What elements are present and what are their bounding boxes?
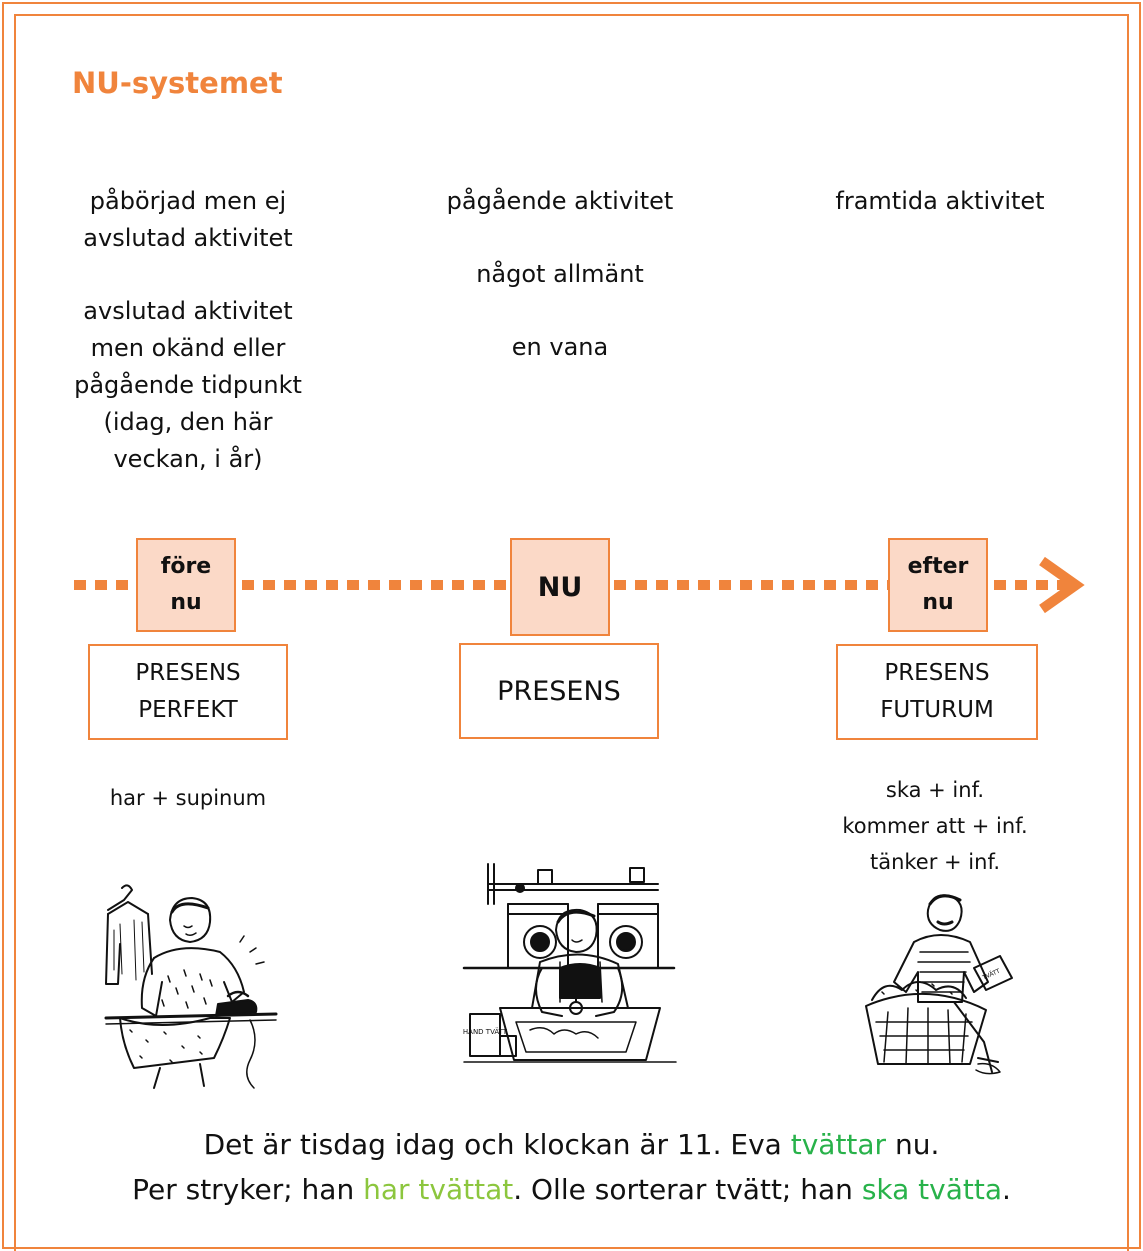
caption-line2-part5: . [1002, 1173, 1011, 1206]
marker-after-line2: nu [922, 590, 954, 615]
tense-futurum-line2: FUTURUM [880, 697, 994, 723]
caption-line1-part1: Det är tisdag idag och klockan är 11. Ev… [203, 1128, 791, 1161]
before-description-1: påbörjad men ej avslutad aktivitet [83, 187, 293, 252]
tense-futurum-line1: PRESENS [884, 660, 990, 686]
caption-line1-part3: nu. [886, 1128, 940, 1161]
marker-now: NU [510, 538, 610, 636]
futurum-form-1: ska + inf. [885, 778, 985, 802]
marker-before-line2: nu [170, 590, 202, 615]
futurum-form-2: kommer att + inf. [842, 814, 1028, 838]
ironing-illustration [104, 884, 278, 1089]
washing-illustration: HAND TVÄTT [462, 863, 677, 1063]
sorting-box-label: TVÄTT [981, 968, 1002, 982]
now-description-3: en vana [511, 333, 609, 361]
arrowhead [1039, 556, 1085, 614]
now-descriptions: pågående aktivitet något allmänt en vana [415, 183, 705, 366]
before-description-2: avslutad aktivitet men okänd eller pågåe… [74, 297, 302, 473]
tense-presens-label: PRESENS [497, 675, 621, 707]
highlight-ska-tvatta: ska tvätta [861, 1173, 1003, 1206]
tense-presens-perfekt: PRESENS PERFEKT [88, 644, 288, 740]
detergent-box-label-1: HAND TVÄTT [463, 1027, 508, 1036]
diagram-title: NU-systemet [72, 66, 283, 100]
inner-frame [14, 14, 1129, 1251]
tense-presens: PRESENS [459, 643, 659, 739]
tense-perfekt-line2: PERFEKT [138, 697, 238, 723]
futurum-forms: ska + inf. kommer att + inf. tänker + in… [800, 772, 1070, 880]
caption: Det är tisdag idag och klockan är 11. Ev… [60, 1122, 1083, 1212]
futurum-form-3: tänker + inf. [869, 850, 1000, 874]
caption-line2-part3: . Olle sorterar tvätt; han [513, 1173, 862, 1206]
perfekt-form-1: har + supinum [109, 786, 267, 810]
now-description-1: pågående aktivitet [446, 187, 674, 215]
caption-line-2: Per stryker; han har tvättat. Olle sorte… [60, 1167, 1083, 1212]
marker-before-now: före nu [136, 538, 236, 632]
highlight-har-tvattat: har tvättat [363, 1173, 514, 1206]
now-description-2: något allmänt [476, 260, 644, 288]
marker-before-line1: före [160, 554, 212, 579]
marker-after-now: efter nu [888, 538, 988, 632]
caption-line2-part1: Per stryker; han [132, 1173, 364, 1206]
after-descriptions: framtida aktivitet [790, 183, 1090, 256]
marker-after-line1: efter [907, 554, 969, 579]
marker-now-label: NU [537, 571, 583, 603]
caption-line-1: Det är tisdag idag och klockan är 11. Ev… [60, 1122, 1083, 1167]
tense-perfekt-line1: PRESENS [135, 660, 241, 686]
before-descriptions: påbörjad men ej avslutad aktivitet avslu… [46, 183, 330, 478]
highlight-tvattar: tvättar [790, 1128, 887, 1161]
after-description-1: framtida aktivitet [835, 187, 1045, 215]
perfekt-forms: har + supinum [88, 780, 288, 816]
sorting-illustration: TVÄTT [865, 894, 1013, 1075]
tense-presens-futurum: PRESENS FUTURUM [836, 644, 1038, 740]
